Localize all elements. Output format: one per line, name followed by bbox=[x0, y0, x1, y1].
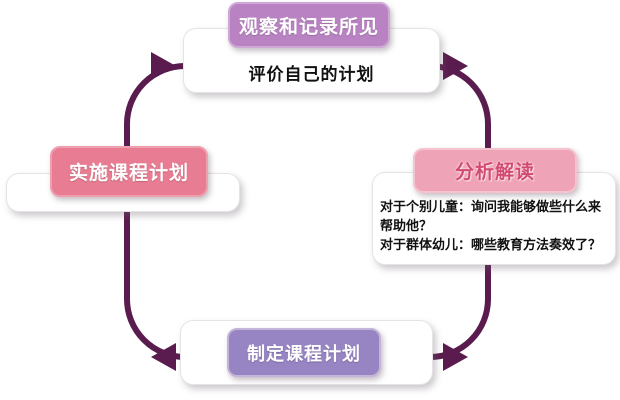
analyze-badge: 分析解读 bbox=[413, 148, 577, 193]
implement-badge: 实施课程计划 bbox=[50, 146, 208, 197]
analyze-label: 分析解读 bbox=[454, 161, 535, 183]
analyze-detail-group: 对于群体幼儿：哪些教育方法奏效了？ bbox=[380, 238, 602, 253]
arrow-out-top-right-icon bbox=[443, 52, 468, 80]
analyze-detail-individual: 对于个别儿童：询问我能够做些什么来帮助他？ bbox=[380, 200, 602, 234]
observe-badge: 观察和记录所见 bbox=[228, 2, 390, 48]
arrow-out-bottom-left-icon bbox=[151, 343, 176, 371]
evaluate-label: 评价自己的计划 bbox=[248, 65, 375, 85]
arrow-out-bottom-right-icon bbox=[443, 343, 468, 371]
plan-label: 制定课程计划 bbox=[247, 343, 361, 365]
observe-label: 观察和记录所见 bbox=[238, 15, 379, 38]
plan-badge: 制定课程计划 bbox=[227, 328, 381, 377]
implement-label: 实施课程计划 bbox=[68, 162, 189, 184]
arrow-into-top-icon bbox=[151, 52, 176, 80]
